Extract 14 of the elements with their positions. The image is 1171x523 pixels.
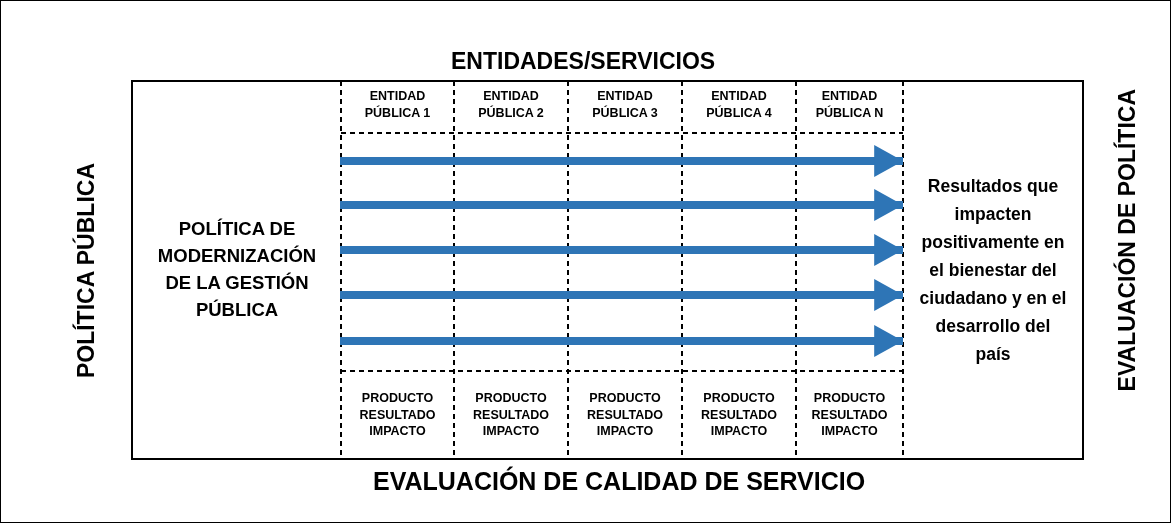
column-header: ENTIDAD PÚBLICA 4 bbox=[685, 86, 793, 124]
section-heading: EVALUACIÓN DE CALIDAD DE SERVICIO bbox=[373, 467, 866, 496]
section-heading: POLÍTICA PÚBLICA bbox=[73, 163, 100, 379]
column-header: ENTIDAD PÚBLICA 3 bbox=[571, 86, 679, 124]
column-header: ENTIDAD PÚBLICA N bbox=[799, 86, 900, 124]
column-header: ENTIDAD PÚBLICA 2 bbox=[457, 86, 565, 124]
column-header: ENTIDAD PÚBLICA 1 bbox=[344, 86, 451, 124]
column-footer: PRODUCTO RESULTADO IMPACTO bbox=[457, 374, 565, 456]
column-footer: PRODUCTO RESULTADO IMPACTO bbox=[685, 374, 793, 456]
column-footer: PRODUCTO RESULTADO IMPACTO bbox=[571, 374, 679, 456]
column-footer: PRODUCTO RESULTADO IMPACTO bbox=[799, 374, 900, 456]
section-heading: EVALUACIÓN DE POLÍTICA bbox=[1114, 89, 1141, 392]
section-heading: ENTIDADES/SERVICIOS bbox=[451, 48, 716, 75]
column-footer: PRODUCTO RESULTADO IMPACTO bbox=[344, 374, 451, 456]
